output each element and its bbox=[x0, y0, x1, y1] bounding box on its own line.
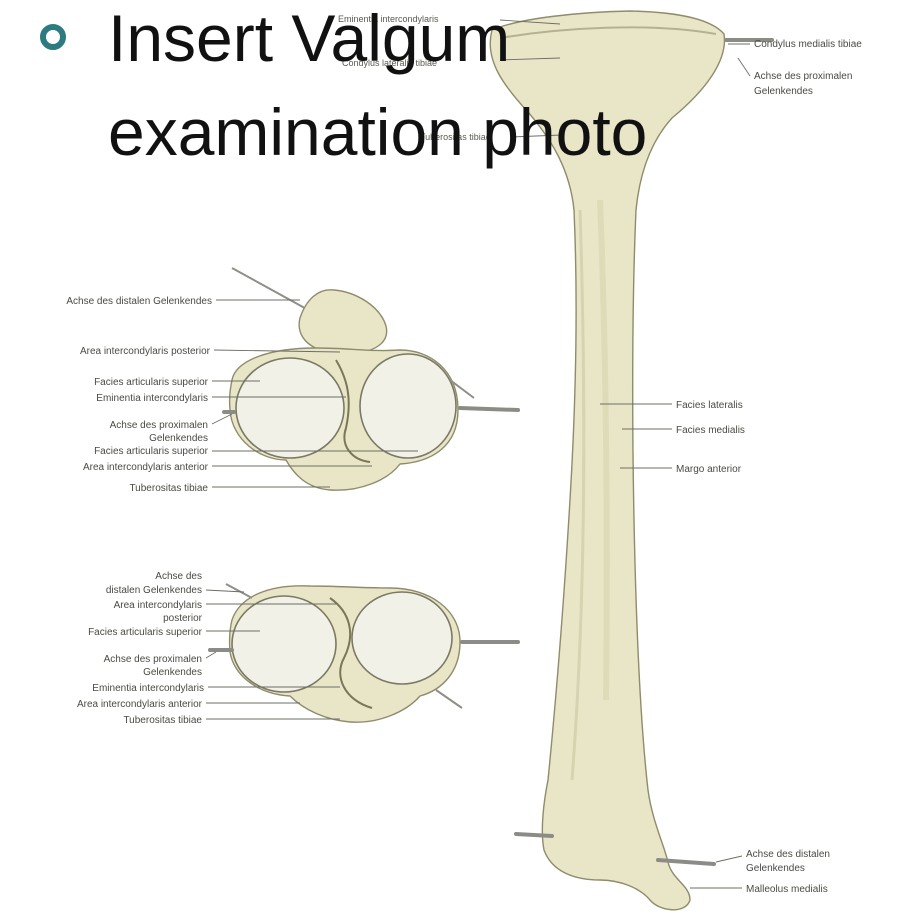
label-upper-area-posterior: Area intercondylaris posterior bbox=[80, 346, 211, 357]
label-upper-facies-superior-1: Facies articularis superior bbox=[94, 377, 209, 388]
upper-lateral-facet bbox=[236, 358, 344, 458]
label-lower-facies-superior: Facies articularis superior bbox=[88, 627, 203, 638]
label-lower-eminentia: Eminentia intercondylaris bbox=[92, 683, 204, 694]
label-margo-anterior: Margo anterior bbox=[676, 464, 742, 475]
label-lower-achse-proximal-1: Achse des proximalen bbox=[104, 654, 202, 665]
label-achse-distal-2: Gelenkendes bbox=[746, 863, 805, 874]
label-facies-lateralis: Facies lateralis bbox=[676, 400, 743, 411]
label-upper-achse-distal: Achse des distalen Gelenkendes bbox=[66, 296, 212, 307]
upper-proximal-axis-rod bbox=[460, 408, 518, 410]
label-lower-area-posterior-1: Area intercondylaris bbox=[114, 600, 202, 611]
label-upper-facies-superior-2: Facies articularis superior bbox=[94, 446, 209, 457]
lower-medial-facet bbox=[352, 592, 452, 684]
label-upper-eminentia: Eminentia intercondylaris bbox=[96, 393, 208, 404]
label-upper-achse-proximal-1: Achse des proximalen bbox=[110, 420, 208, 431]
label-achse-distal-1: Achse des distalen bbox=[746, 849, 830, 860]
bullet-text-line-2: examination photo bbox=[108, 96, 647, 168]
bullet-text-line-1: Insert Valgum bbox=[108, 2, 510, 74]
distal-articular-end bbox=[299, 290, 387, 354]
label-facies-medialis: Facies medialis bbox=[676, 425, 745, 436]
label-achse-proximal-2: Gelenkendes bbox=[754, 86, 813, 97]
lower-lateral-facet bbox=[232, 596, 336, 692]
hollow-circle-bullet-icon bbox=[40, 24, 66, 50]
upper-medial-facet bbox=[360, 354, 456, 458]
distal-axis-rod-left bbox=[516, 834, 552, 836]
label-upper-tuberositas: Tuberositas tibiae bbox=[129, 483, 208, 494]
label-upper-area-anterior: Area intercondylaris anterior bbox=[83, 462, 209, 473]
label-lower-area-anterior: Area intercondylaris anterior bbox=[77, 699, 203, 710]
label-lower-tuberositas: Tuberositas tibiae bbox=[123, 715, 202, 726]
label-achse-proximal-1: Achse des proximalen bbox=[754, 71, 852, 82]
label-lower-achse-distal-2: distalen Gelenkendes bbox=[106, 585, 202, 596]
label-upper-achse-proximal-2: Gelenkendes bbox=[149, 433, 208, 444]
label-lower-achse-proximal-2: Gelenkendes bbox=[143, 667, 202, 678]
tibia-upper-end-view bbox=[224, 268, 518, 490]
label-malleolus-medialis: Malleolus medialis bbox=[746, 884, 828, 895]
tibia-lower-end-view bbox=[210, 584, 518, 722]
label-condylus-medialis: Condylus medialis tibiae bbox=[754, 39, 862, 50]
label-lower-achse-distal-1: Achse des bbox=[155, 571, 202, 582]
label-lower-area-posterior-2: posterior bbox=[163, 613, 203, 624]
